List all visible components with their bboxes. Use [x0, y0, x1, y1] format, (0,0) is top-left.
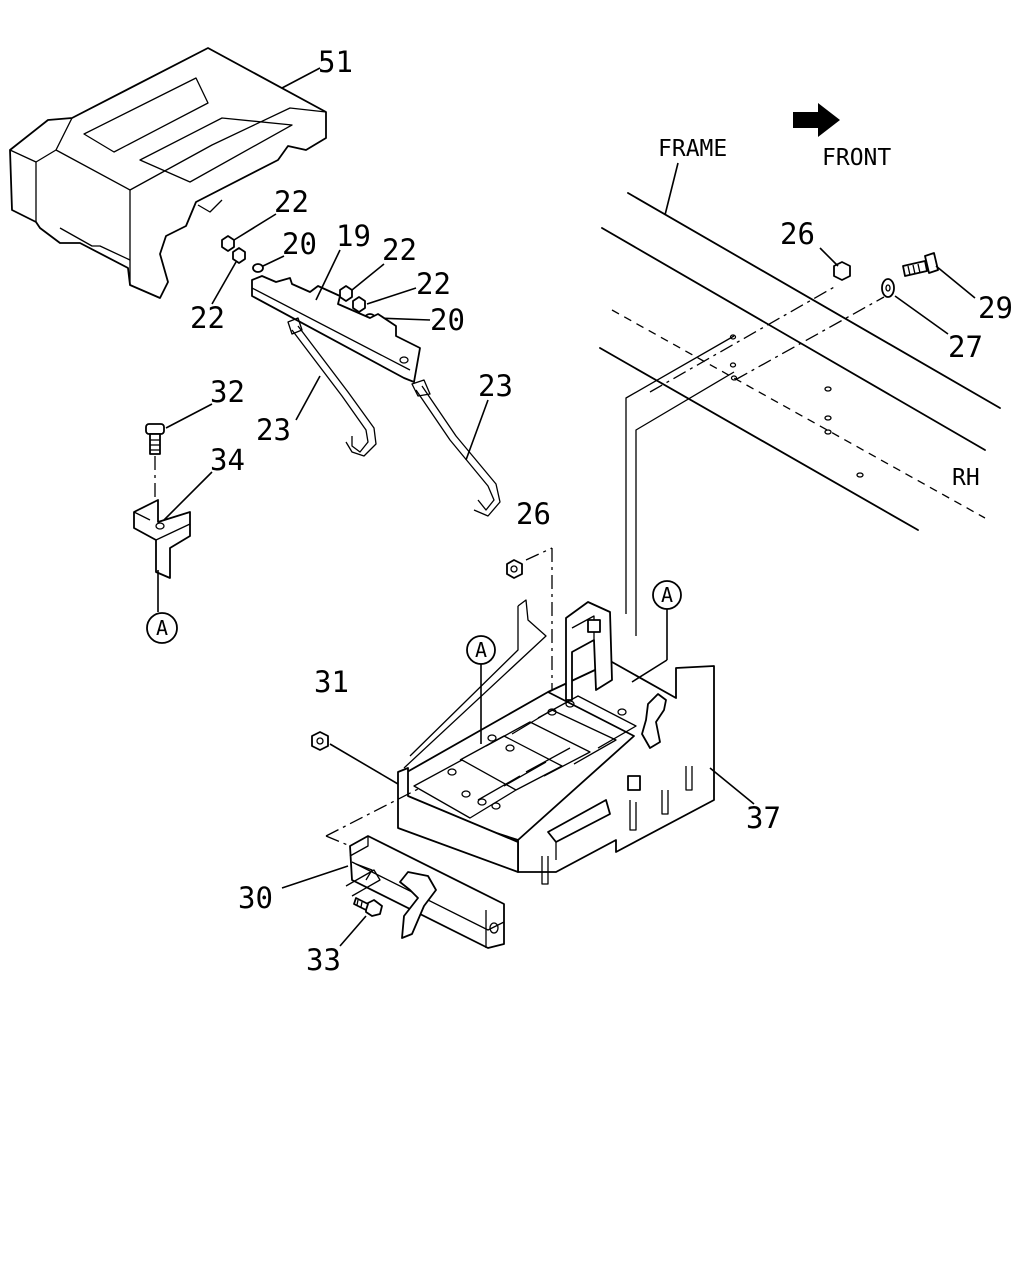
reference-a-marker: A — [146, 612, 178, 644]
callout-22-c: 22 — [382, 233, 417, 267]
front-clamp — [345, 835, 505, 949]
bolt-icon — [902, 252, 939, 277]
callout-29: 29 — [978, 291, 1013, 325]
front-label: FRONT — [822, 145, 891, 171]
callout-33: 33 — [306, 943, 341, 977]
battery-tray — [397, 599, 715, 885]
callout-51: 51 — [318, 45, 353, 79]
callout-31: 31 — [314, 665, 349, 699]
callout-37: 37 — [746, 801, 781, 835]
frame-rail — [599, 192, 1001, 531]
callout-32: 32 — [210, 375, 245, 409]
battery-cover — [9, 47, 327, 299]
screw-icon — [353, 897, 383, 917]
washer-icon — [252, 263, 264, 273]
nut-icon — [833, 261, 851, 281]
callout-19: 19 — [336, 219, 371, 253]
frame-label: FRAME — [658, 136, 727, 162]
hold-down-bar — [251, 275, 421, 383]
nut-icon — [311, 731, 329, 751]
callout-22-d: 22 — [416, 267, 451, 301]
callout-27: 27 — [948, 330, 983, 364]
callout-22-a: 22 — [274, 185, 309, 219]
callout-20-b: 20 — [430, 303, 465, 337]
callout-20-a: 20 — [282, 227, 317, 261]
bolt-icon — [145, 423, 165, 455]
svg-text:A: A — [475, 638, 487, 662]
nut-icon — [506, 559, 523, 579]
svg-text:A: A — [156, 616, 168, 640]
washer-icon — [881, 278, 895, 298]
nut-icon — [339, 285, 366, 313]
callout-23-left: 23 — [256, 413, 291, 447]
callout-26-lower: 26 — [516, 497, 551, 531]
callout-22-b: 22 — [190, 301, 225, 335]
clip-bracket — [133, 499, 191, 579]
hook-rod — [411, 379, 501, 517]
reference-a-marker: A — [652, 580, 682, 610]
front-direction-arrow-icon — [793, 103, 840, 137]
callout-34: 34 — [210, 443, 245, 477]
svg-text:A: A — [661, 583, 673, 607]
callout-30: 30 — [238, 881, 273, 915]
hook-rod — [287, 317, 377, 457]
callout-23-right: 23 — [478, 369, 513, 403]
rh-label: RH — [952, 465, 980, 491]
nut-icon — [221, 235, 246, 264]
reference-a-marker: A — [466, 635, 496, 665]
callout-26-upper: 26 — [780, 217, 815, 251]
